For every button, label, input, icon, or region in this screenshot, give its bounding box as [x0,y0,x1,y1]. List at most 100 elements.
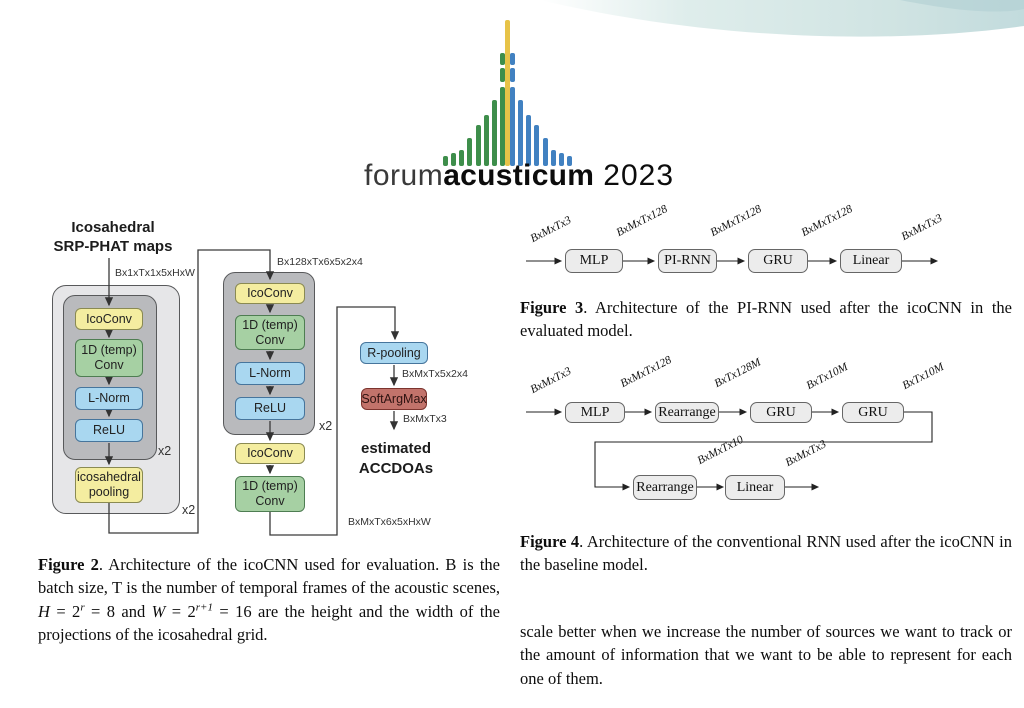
figure3-caption: Figure 3. Architecture of the PI-RNN use… [520,296,1012,343]
logo-bar [451,153,456,166]
figure2-input-title-line1: Icosahedral [71,219,155,236]
fig4-box-label: MLP [580,404,610,420]
block-label: Conv [255,494,285,508]
caption-text-segment: = 2 [165,601,196,621]
block-label: ReLU [93,423,125,438]
figure2-connectors [104,249,400,536]
caption-text-segment: . Architecture of the PI-RNN used after … [520,298,1012,341]
block-icosahedral-pooling: icosahedral pooling [75,467,143,503]
block-label: Conv [255,332,285,347]
logo-bar [510,53,515,65]
block-r-pooling: R-pooling [360,342,428,364]
block-label: IcoConv [247,286,293,301]
figure3-caption-label: Figure 3 [520,298,584,317]
logo-bar [484,115,489,166]
figure2-caption-label: Figure 2 [38,555,99,574]
fig3-box-mlp: MLP [565,249,623,273]
logo-bar [518,100,523,166]
fig4-box-gru-1: GRU [750,402,812,423]
logo-word-forum: forum [364,159,444,192]
figure3-connectors [526,257,939,265]
logo-bar [526,115,531,166]
logo-bar [492,100,497,166]
block-relu-2: ReLU [235,397,305,420]
logo-bar [534,125,539,166]
fig4-box-linear: Linear [725,475,785,500]
logo-bar [505,20,510,166]
logo-bar [551,150,556,166]
fig4-box-mlp: MLP [565,402,625,423]
logo-bar [567,156,572,166]
fig4-box-rearrange-1: Rearrange [655,402,719,423]
block-relu-1: ReLU [75,419,143,442]
fig4-box-label: GRU [858,404,888,420]
figure2-repeat-mid: x2 [319,419,333,433]
logo-bar [559,153,564,166]
figure2-icocnn-diagram: Icosahedral SRP-PHAT maps [38,215,508,555]
caption-math: H [38,601,50,621]
logo-bar [500,68,505,82]
figure2-caption: Figure 2. Architecture of the icoCNN use… [38,553,500,647]
block-lnorm-2: L-Norm [235,362,305,385]
block-temporal-conv-2: 1D (temp) Conv [235,315,305,350]
caption-math-sup: r [80,601,85,614]
logo-year: 2023 [603,159,675,192]
block-label: L-Norm [88,391,130,406]
caption-text-segment: = 16 are the height and the width of the… [38,601,500,645]
logo-bar [500,87,505,166]
block-label: R-pooling [367,345,421,360]
fig3-box-linear: Linear [840,249,902,273]
fig4-box-rearrange-2: Rearrange [633,475,697,500]
caption-text-segment: = 8 and [84,601,152,621]
figure2-out-dim: BxMxTx6x5xHxW [348,516,431,528]
figure2-output-line1: estimated [360,440,432,457]
figure2-repeat-outer: x2 [182,503,196,517]
block-temporal-conv-3: 1D (temp) Conv [235,476,305,512]
logo-bar [510,87,515,166]
block-icoconv-1: IcoConv [75,308,143,330]
figure2-output-line2: ACCDOAs [358,459,434,477]
block-label: IcoConv [247,446,293,461]
block-label: icosahedral [77,470,141,485]
block-lnorm-1: L-Norm [75,387,143,410]
figure2-input-title: Icosahedral SRP-PHAT maps [46,219,180,257]
fig3-box-label: GRU [763,253,793,268]
fig3-box-pirnn: PI-RNN [658,249,717,273]
figure4-rnn-diagram: MLP Rearrange GRU GRU Rearrange Linear B… [520,354,1020,515]
logo-bar [459,150,464,166]
figure2-rpool-out-dim: BxMxTx5x2x4 [402,368,468,380]
caption-text-segment: . Architecture of the conventional RNN u… [520,532,1012,575]
figure2-repeat-inner: x2 [158,444,172,458]
figure4-caption: Figure 4. Architecture of the convention… [520,530,1012,577]
fig3-box-label: Linear [852,253,890,268]
block-label: ReLU [254,401,286,416]
block-label: pooling [88,485,130,499]
block-label: 1D (temp) [242,317,298,332]
figure2-input-title-line2: SRP-PHAT maps [53,237,173,255]
block-label: SoftArgMax [361,391,427,406]
fig4-box-label: Rearrange [636,479,694,495]
block-label: 1D (temp) [81,343,137,358]
logo-bars [360,15,720,175]
fig3-box-gru: GRU [748,249,808,273]
logo-bar [476,125,481,166]
logo-bar [467,138,472,166]
figure2-output-label: estimated ACCDOAs [354,439,438,478]
fig4-box-label: Rearrange [658,404,716,420]
figure2-mid-dim: Bx128xTx6x5x2x4 [277,256,363,268]
figure4-connectors [526,408,933,491]
logo-bar [500,53,505,65]
figure2-softargmax-out-dim: BxMxTx3 [403,413,447,425]
logo-bar [543,138,548,166]
figure4-caption-label: Figure 4 [520,532,580,551]
fig4-box-label: Linear [736,479,774,495]
block-icoconv-3: IcoConv [235,443,305,464]
logo-bar [510,68,515,82]
logo-bar [443,156,448,166]
caption-text-segment: . Architecture of the icoCNN used for ev… [38,555,500,598]
caption-text-segment: = 2 [49,601,81,621]
fig3-box-label: PI-RNN [664,253,711,268]
block-temporal-conv-1: 1D (temp) Conv [75,339,143,377]
